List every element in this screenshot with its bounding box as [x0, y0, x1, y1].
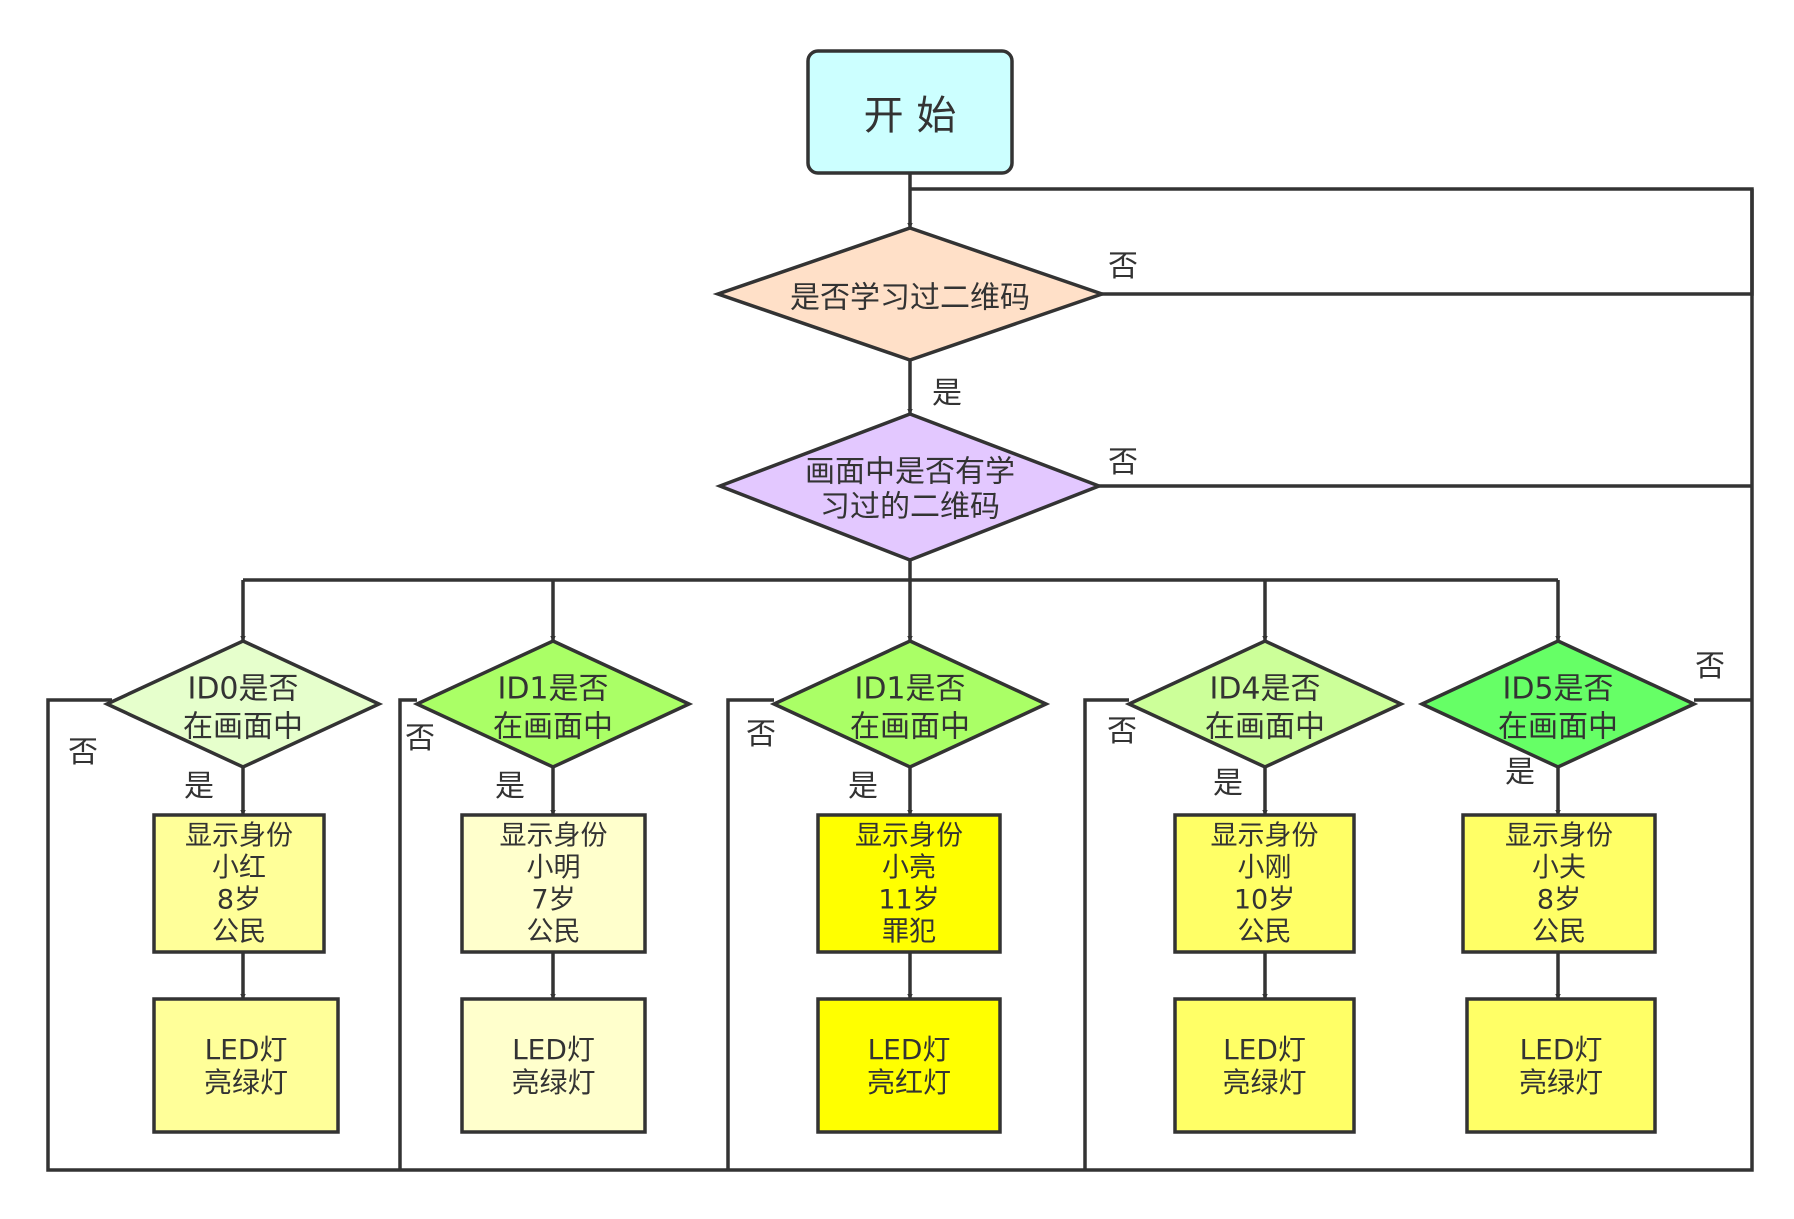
info-box-0-line-4: 公民 [212, 917, 266, 948]
branch-1-yes-label: 是 [495, 769, 525, 804]
info-box-4-line-1: 显示身份 [1505, 821, 1613, 852]
info-box-3-line-4: 公民 [1238, 917, 1292, 948]
branch-0-no-label: 否 [68, 735, 98, 770]
led-box-0-line-1: LED灯 [205, 1033, 288, 1066]
decision-branch-4-line-2: 在画面中 [1498, 710, 1618, 745]
led-box-3-line-2: 亮绿灯 [1222, 1066, 1306, 1099]
decision-branch-3 [1124, 639, 1406, 769]
info-box-2-line-4: 罪犯 [882, 917, 936, 948]
connector-right-loop [46, 189, 1754, 1172]
led-box-3 [1173, 997, 1356, 1134]
start-node [806, 49, 1014, 175]
led-box-2-line-1: LED灯 [868, 1033, 951, 1066]
led-box-4-line-1: LED灯 [1520, 1033, 1603, 1066]
decision-branch-2-line-1: ID1是否 [854, 672, 965, 707]
decision-branch-1 [412, 639, 694, 769]
info-box-4 [1461, 813, 1657, 954]
led-box-2 [816, 997, 1002, 1134]
led-box-4-line-2: 亮绿灯 [1519, 1066, 1603, 1099]
info-box-4-line-3: 8岁 [1537, 885, 1581, 916]
info-box-1-line-4: 公民 [527, 917, 581, 948]
start-label: 开 始 [864, 93, 957, 139]
info-box-1-line-3: 7岁 [531, 885, 575, 916]
info-box-2-line-2: 小亮 [882, 853, 936, 884]
led-box-3-line-1: LED灯 [1223, 1033, 1306, 1066]
branch-1-no-label: 否 [405, 721, 435, 756]
decision-learned [712, 226, 1108, 362]
info-box-0-line-1: 显示身份 [185, 821, 293, 852]
decision-in-frame-no-label: 否 [1108, 445, 1138, 480]
info-box-1 [460, 813, 647, 954]
info-box-0-line-3: 8岁 [217, 885, 261, 916]
connector-branch-3-no [1083, 698, 1129, 1170]
decision-learned-label: 是否学习过二维码 [790, 281, 1030, 316]
decision-in-frame-line-2: 习过的二维码 [820, 490, 1000, 525]
led-box-0-line-2: 亮绿灯 [204, 1066, 288, 1099]
info-box-1-line-1: 显示身份 [500, 821, 608, 852]
decision-branch-1-line-1: ID1是否 [497, 672, 608, 707]
decision-in-frame [715, 412, 1104, 562]
info-box-1-line-2: 小明 [527, 853, 581, 884]
led-box-0 [152, 997, 340, 1134]
decision-branch-3-line-1: ID4是否 [1209, 672, 1320, 707]
decision-branch-4 [1417, 639, 1699, 769]
decision-branch-2 [769, 639, 1051, 769]
info-box-2-line-3: 11岁 [878, 885, 939, 916]
decision-branch-2-line-2: 在画面中 [850, 710, 970, 745]
connector-branch-2-no [726, 698, 774, 1170]
branch-2-no-label: 否 [746, 717, 776, 752]
led-box-4 [1465, 997, 1657, 1134]
decision-branch-0-line-2: 在画面中 [183, 710, 303, 745]
led-box-1 [460, 997, 647, 1134]
info-box-3 [1173, 813, 1356, 954]
led-box-1-line-1: LED灯 [512, 1033, 595, 1066]
info-box-3-line-1: 显示身份 [1211, 821, 1319, 852]
decision-branch-0 [102, 639, 384, 769]
info-box-4-line-2: 小夫 [1532, 853, 1586, 884]
decision-learned-no-label: 否 [1108, 249, 1138, 284]
info-box-0-line-2: 小红 [212, 853, 266, 884]
branch-4-no-label: 否 [1695, 649, 1725, 684]
decision-in-frame-line-1: 画面中是否有学 [805, 455, 1015, 490]
decision-branch-1-line-2: 在画面中 [493, 710, 613, 745]
branch-4-yes-label: 是 [1505, 755, 1535, 790]
info-box-2-line-1: 显示身份 [855, 821, 963, 852]
branch-3-no-label: 否 [1107, 714, 1137, 749]
connector-branch-1-no [398, 698, 417, 1170]
info-box-3-line-3: 10岁 [1234, 885, 1295, 916]
decision-branch-4-line-1: ID5是否 [1502, 672, 1613, 707]
info-box-2 [816, 813, 1002, 954]
info-box-0 [152, 813, 326, 954]
info-box-3-line-2: 小刚 [1238, 853, 1292, 884]
branch-0-yes-label: 是 [184, 769, 214, 804]
branch-3-yes-label: 是 [1213, 766, 1243, 801]
led-box-2-line-2: 亮红灯 [867, 1066, 951, 1099]
decision-branch-3-line-2: 在画面中 [1205, 710, 1325, 745]
led-box-1-line-2: 亮绿灯 [511, 1066, 595, 1099]
branch-2-yes-label: 是 [848, 769, 878, 804]
info-box-4-line-4: 公民 [1532, 917, 1586, 948]
decision-learned-yes-label: 是 [932, 376, 962, 411]
decision-branch-0-line-1: ID0是否 [187, 672, 298, 707]
